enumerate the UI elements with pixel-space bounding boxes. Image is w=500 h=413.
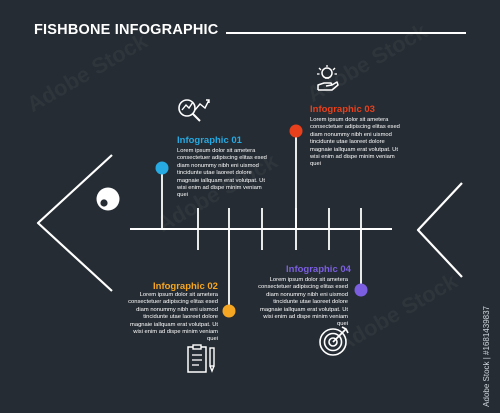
item-02-heading: Infographic 02 bbox=[153, 281, 218, 292]
marker-dot-04 bbox=[354, 283, 368, 297]
item-03-text: Lorem ipsum dolor sit ametera consectetu… bbox=[310, 117, 400, 168]
fish-head-outline bbox=[36, 154, 113, 292]
fish-tail-outline bbox=[416, 182, 463, 278]
marker-dot-01 bbox=[155, 161, 169, 175]
lightbulb-hand-icon bbox=[317, 65, 339, 91]
page-title: FISHBONE INFOGRAPHIC bbox=[34, 22, 219, 38]
marker-dot-03 bbox=[289, 124, 303, 138]
item-03-heading: Infographic 03 bbox=[310, 104, 375, 115]
fish-eye-pupil bbox=[100, 199, 108, 207]
title-underline bbox=[226, 32, 466, 34]
clipboard-pencil-icon bbox=[187, 344, 215, 373]
fish-eye bbox=[96, 187, 120, 211]
item-02-text: Lorem ipsum dolor sit ametera consectetu… bbox=[128, 292, 218, 343]
item-01-heading: Infographic 01 bbox=[177, 135, 242, 146]
item-01-text: Lorem ipsum dolor sit ametera consectetu… bbox=[177, 148, 267, 199]
target-icon bbox=[319, 326, 349, 356]
chart-magnifier-icon bbox=[178, 99, 210, 122]
item-04-heading: Infographic 04 bbox=[286, 264, 351, 275]
marker-dot-02 bbox=[222, 304, 236, 318]
item-04-text: Lorem ipsum dolor sit ametera consectetu… bbox=[258, 277, 348, 328]
stock-id-watermark: Adobe Stock | #1681439837 bbox=[482, 306, 491, 407]
